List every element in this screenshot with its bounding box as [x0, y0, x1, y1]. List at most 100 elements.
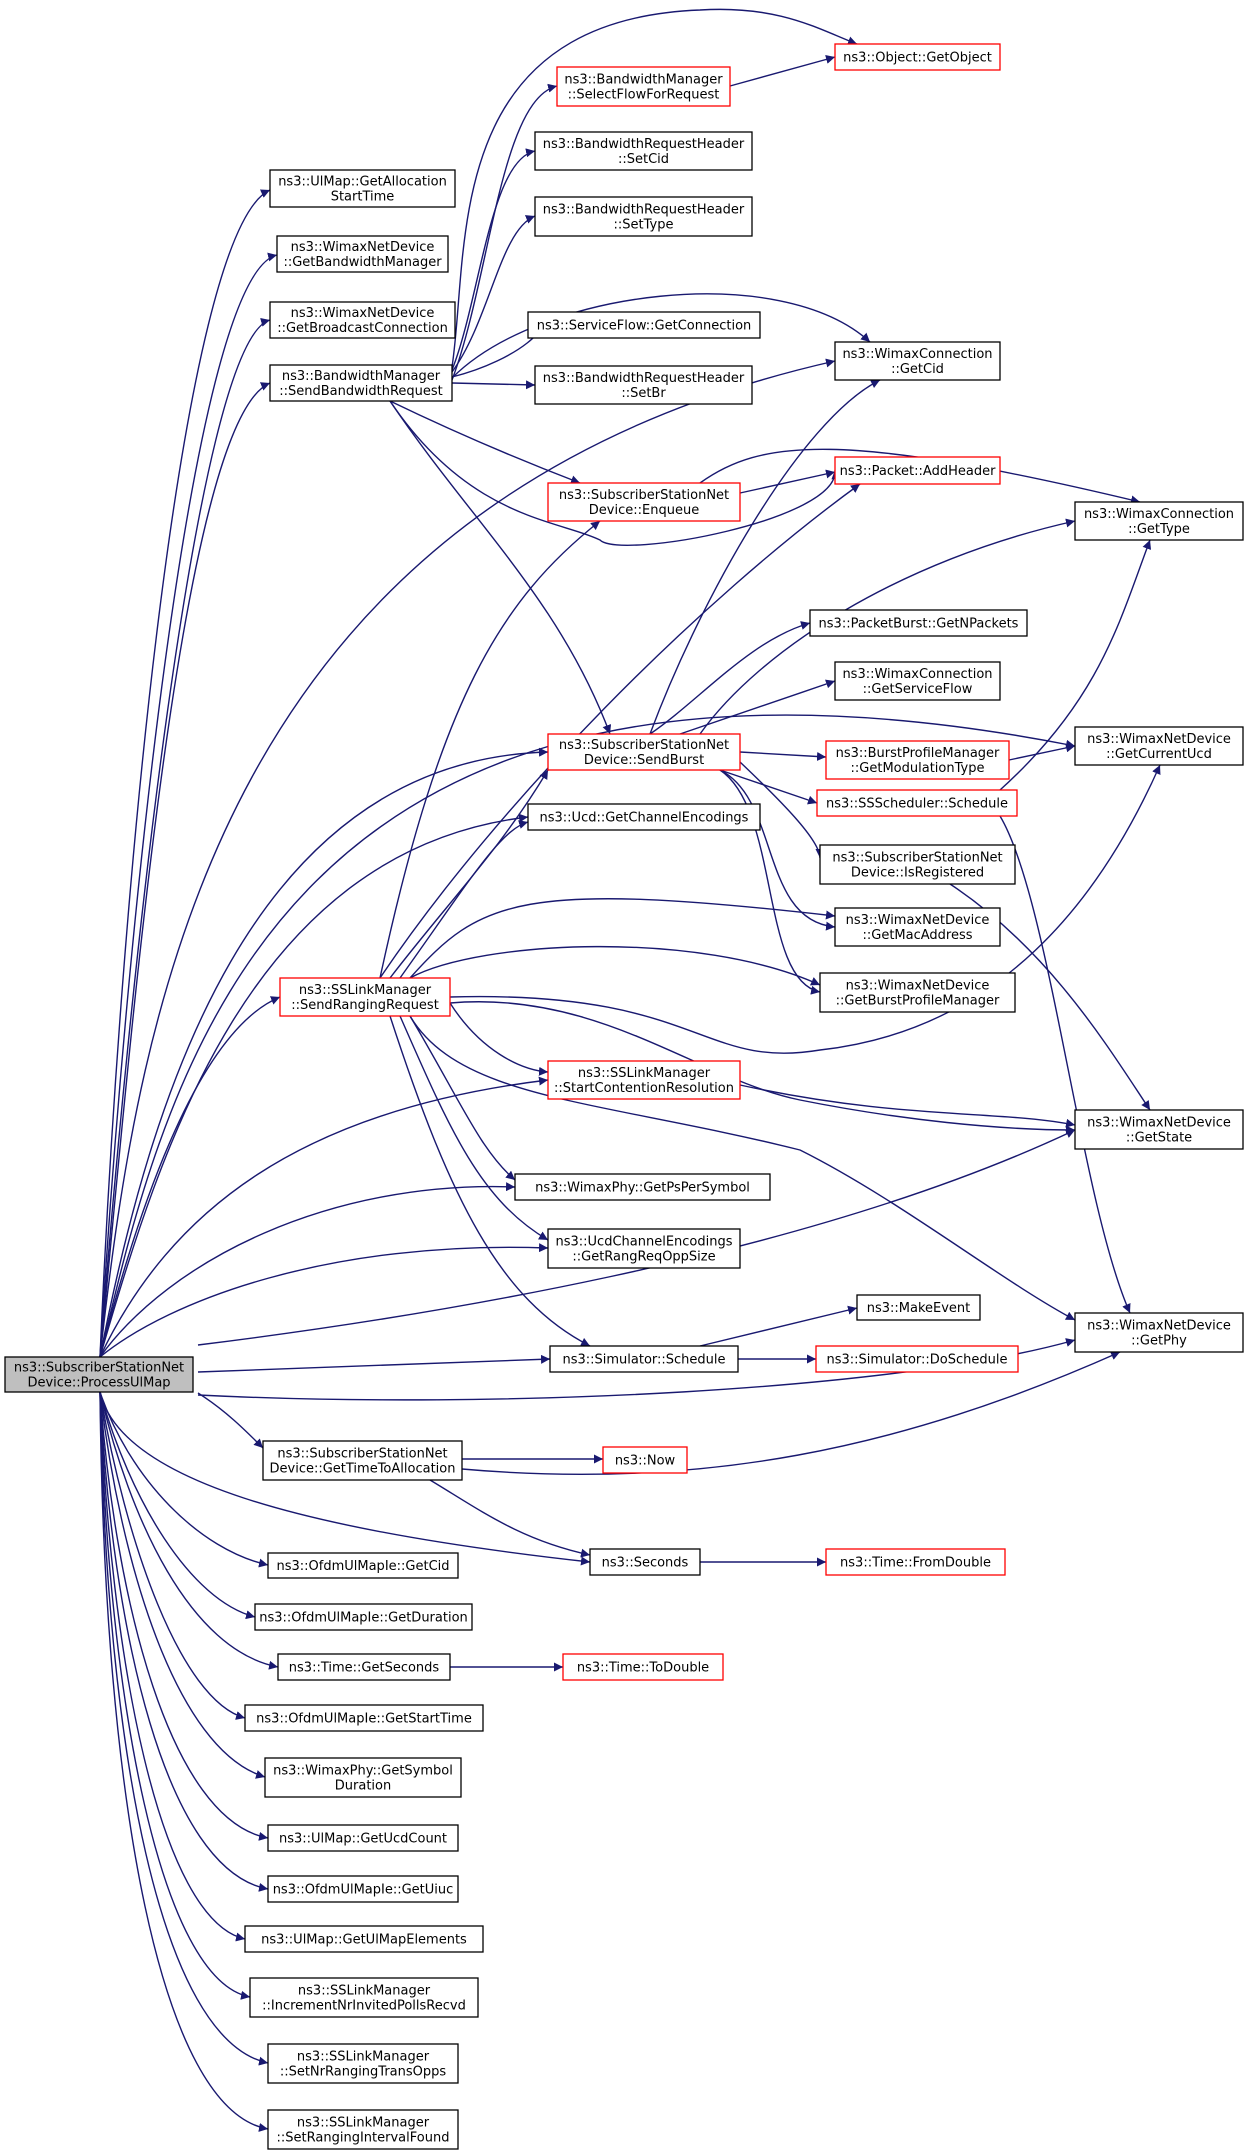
node-label-line: ::GetCid	[891, 362, 944, 377]
node-label-line: ::GetBandwidthManager	[283, 255, 442, 270]
node-wc-getcid[interactable]: ns3::WimaxConnection::GetCid	[834, 341, 1001, 381]
node-sim-sched[interactable]: ns3::Simulator::Schedule	[549, 1345, 739, 1373]
node-ofdm-dur[interactable]: ns3::OfdmUlMapIe::GetDuration	[254, 1603, 473, 1631]
node-do-sched[interactable]: ns3::Simulator::DoSchedule	[815, 1345, 1019, 1373]
node-from-double[interactable]: ns3::Time::FromDouble	[825, 1548, 1006, 1576]
node-pb-getn[interactable]: ns3::PacketBurst::GetNPackets	[809, 609, 1028, 637]
node-label-line: ns3::SubscriberStationNet	[277, 1447, 447, 1462]
call-edge	[99, 1391, 266, 1779]
node-get-state[interactable]: ns3::WimaxNetDevice::GetState	[1074, 1109, 1244, 1150]
node-brh-setbr[interactable]: ns3::BandwidthRequestHeader::SetBr	[534, 365, 753, 405]
node-seconds[interactable]: ns3::Seconds	[589, 1548, 701, 1576]
call-arrow	[451, 8, 858, 368]
node-box	[834, 456, 1001, 485]
node-label-line: ns3::WimaxNetDevice	[291, 240, 435, 255]
node-wc-getsf[interactable]: ns3::WimaxConnection::GetServiceFlow	[834, 661, 1001, 701]
call-edge	[197, 1129, 1076, 1346]
node-get-object[interactable]: ns3::Object::GetObject	[834, 43, 1001, 71]
node-label-line: ns3::OfdmUlMapIe::GetDuration	[259, 1611, 468, 1626]
node-get-bcast[interactable]: ns3::WimaxNetDevice::GetBroadcastConnect…	[269, 301, 456, 339]
node-box	[527, 803, 761, 831]
node-label-line: ns3::OfdmUlMapIe::GetCid	[276, 1559, 449, 1574]
node-get-bpm[interactable]: ns3::WimaxNetDevice::GetBurstProfileMana…	[819, 972, 1016, 1013]
node-wc-gettype[interactable]: ns3::WimaxConnection::GetType	[1074, 501, 1244, 541]
call-edge	[99, 1243, 549, 1358]
call-arrow	[99, 1243, 549, 1358]
call-edge	[99, 1391, 269, 1568]
call-arrow	[99, 382, 271, 1358]
node-time-getsec[interactable]: ns3::Time::GetSeconds	[277, 1653, 451, 1681]
call-arrow	[99, 1391, 279, 1670]
node-ofdm-uiuc[interactable]: ns3::OfdmUlMapIe::GetUiuc	[267, 1875, 459, 1903]
node-get-mac[interactable]: ns3::WimaxNetDevice::GetMacAddress	[834, 907, 1001, 947]
node-sf-getconn[interactable]: ns3::ServiceFlow::GetConnection	[527, 311, 761, 339]
call-arrow	[99, 358, 836, 1358]
call-edge	[409, 898, 836, 979]
node-send-bw-req[interactable]: ns3::BandwidthManager::SendBandwidthRequ…	[269, 364, 453, 402]
node-add-header[interactable]: ns3::Packet::AddHeader	[834, 456, 1001, 485]
call-edge	[99, 1391, 256, 1620]
node-is-reg[interactable]: ns3::SubscriberStationNetDevice::IsRegis…	[819, 844, 1016, 885]
node-label-line: ns3::Simulator::DoSchedule	[826, 1353, 1007, 1368]
node-box	[4, 1356, 194, 1393]
node-start-cr[interactable]: ns3::SSLinkManager::StartContentionResol…	[547, 1060, 741, 1100]
node-rang-opp[interactable]: ns3::UcdChannelEncodings::GetRangReqOppS…	[547, 1228, 741, 1269]
node-box	[547, 482, 741, 522]
node-time-to-alloc[interactable]: ns3::SubscriberStationNetDevice::GetTime…	[262, 1440, 463, 1481]
node-box	[527, 311, 761, 339]
call-arrow	[99, 1391, 269, 1892]
call-arrow	[739, 1084, 1076, 1128]
node-get-phy[interactable]: ns3::WimaxNetDevice::GetPhy	[1074, 1312, 1244, 1353]
node-get-cur-ucd[interactable]: ns3::WimaxNetDevice::GetCurrentUcd	[1074, 726, 1244, 766]
node-ps-per-sym[interactable]: ns3::WimaxPhy::GetPsPerSymbol	[514, 1173, 771, 1201]
node-ucd-getch[interactable]: ns3::Ucd::GetChannelEncodings	[527, 803, 761, 831]
node-set-rang-found[interactable]: ns3::SSLinkManager::SetRangingIntervalFo…	[267, 2109, 459, 2150]
node-box	[267, 1552, 459, 1579]
node-ofdm-start[interactable]: ns3::OfdmUlMapIe::GetStartTime	[244, 1704, 484, 1732]
node-get-bw-mgr[interactable]: ns3::WimaxNetDevice::GetBandwidthManager	[276, 235, 449, 273]
call-edge	[739, 761, 825, 859]
node-send-rang[interactable]: ns3::SSLinkManager::SendRangingRequest	[279, 977, 451, 1017]
node-incr-polls[interactable]: ns3::SSLinkManager::IncrementNrInvitedPo…	[249, 1977, 479, 2018]
call-arrow	[739, 751, 827, 761]
node-select-flow[interactable]: ns3::BandwidthManager::SelectFlowForRequ…	[556, 66, 731, 107]
edges	[99, 8, 1161, 2132]
node-box	[279, 977, 451, 1017]
node-send-burst[interactable]: ns3::SubscriberStationNetDevice::SendBur…	[547, 733, 741, 771]
node-now[interactable]: ns3::Now	[602, 1446, 688, 1474]
call-edge	[719, 769, 818, 805]
node-ulmap-elems[interactable]: ns3::UlMap::GetUlMapElements	[244, 1925, 484, 1953]
node-box	[514, 1173, 771, 1201]
call-edge	[729, 55, 836, 87]
call-arrow	[99, 1391, 251, 2000]
node-to-double[interactable]: ns3::Time::ToDouble	[562, 1653, 724, 1681]
node-label-line: ns3::Seconds	[602, 1556, 689, 1571]
node-ofdm-cid[interactable]: ns3::OfdmUlMapIe::GetCid	[267, 1552, 459, 1579]
node-brh-settype[interactable]: ns3::BandwidthRequestHeader::SetType	[534, 196, 753, 237]
call-arrow	[1008, 743, 1076, 761]
call-arrow	[99, 1391, 591, 1566]
node-ss-sched[interactable]: ns3::SSScheduler::Schedule	[816, 789, 1018, 817]
call-edge	[409, 1015, 1076, 1321]
node-label-line: ns3::WimaxConnection	[842, 667, 992, 682]
node-make-event[interactable]: ns3::MakeEvent	[856, 1294, 981, 1321]
node-label-line: ns3::WimaxConnection	[842, 347, 992, 362]
node-box	[547, 733, 741, 771]
node-label-line: ns3::WimaxPhy::GetSymbol	[273, 1764, 453, 1779]
node-label-line: ::GetRangReqOppSize	[572, 1250, 715, 1265]
node-set-nr-rang[interactable]: ns3::SSLinkManager::SetNrRangingTransOpp…	[267, 2043, 459, 2084]
call-arrow	[99, 1391, 269, 1568]
node-bpm-getmod[interactable]: ns3::BurstProfileManager::GetModulationT…	[825, 740, 1010, 780]
call-arrow	[409, 898, 836, 979]
node-ucd-count[interactable]: ns3::UlMap::GetUcdCount	[267, 1824, 459, 1852]
node-brh-setcid[interactable]: ns3::BandwidthRequestHeader::SetCid	[534, 131, 753, 171]
call-edge	[451, 215, 536, 373]
call-edge	[197, 1354, 551, 1373]
node-label-line: ::GetCurrentUcd	[1106, 747, 1212, 762]
node-label-line: ns3::Object::GetObject	[843, 51, 992, 66]
call-arrow	[389, 1015, 591, 1347]
call-edge	[99, 1391, 591, 1566]
